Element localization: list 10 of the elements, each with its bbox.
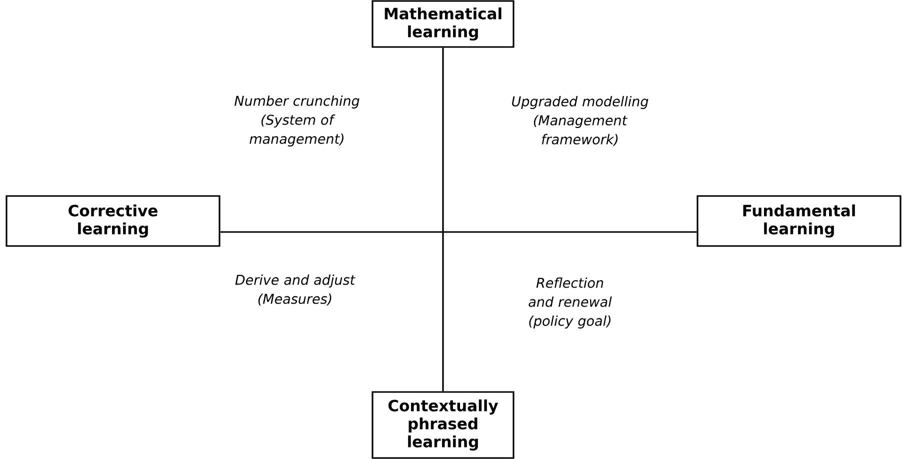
- axis-line: [220, 231, 697, 233]
- quadrant-label: Reflection and renewal (policy goal): [509, 276, 631, 330]
- axis-line: [442, 48, 444, 392]
- quadrant-label: Upgraded modelling (Management framework): [500, 94, 660, 148]
- concept-box: Contextually phrased learning: [372, 391, 514, 459]
- concept-box: Mathematical learning: [372, 0, 514, 48]
- quadrant-label: Derive and adjust (Measures): [222, 274, 368, 307]
- concept-box: Corrective learning: [6, 195, 220, 247]
- quadrant-label: Number crunching (System of management): [226, 94, 368, 148]
- concept-box: Fundamental learning: [696, 195, 902, 247]
